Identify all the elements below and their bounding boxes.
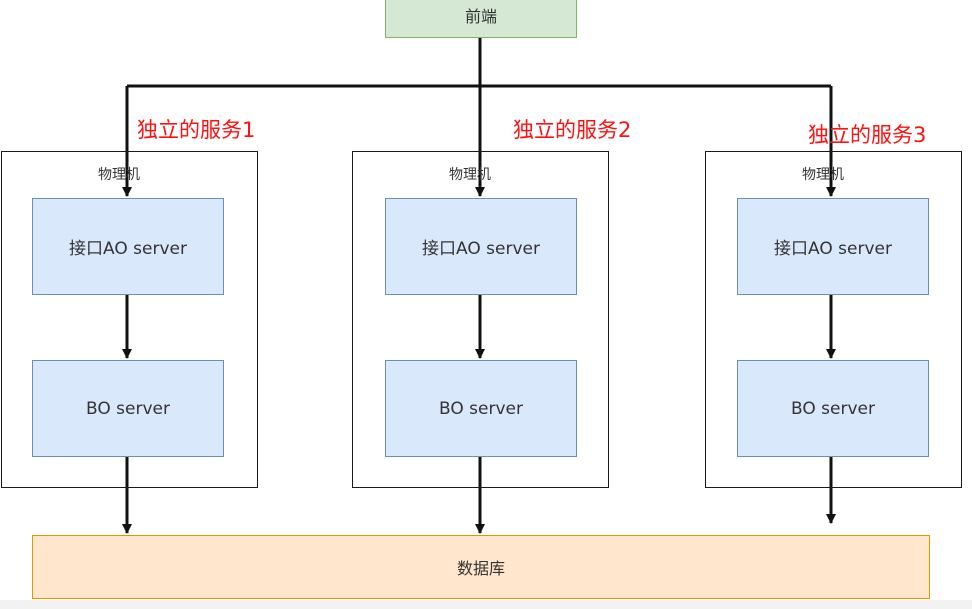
ao-server-3[interactable]: 接口AO server [737,198,929,295]
ao-server-label-1: 接口AO server [69,239,187,259]
service-title-1: 独立的服务1 [137,118,256,142]
machine-label-1: 物理机 [98,167,140,183]
machine-label-2: 物理机 [449,167,491,183]
frontend-box[interactable]: 前端 [385,0,577,38]
database-box[interactable]: 数据库 [32,535,930,599]
bo-server-label-2: BO server [439,398,523,419]
service-title-3: 独立的服务3 [808,123,927,147]
machine-label-3: 物理机 [802,167,844,183]
database-label: 数据库 [456,559,505,578]
physical-machine-2: 物理机 [352,151,609,488]
bo-server-label-1: BO server [86,398,170,419]
bo-server-label-3: BO server [791,398,875,419]
ao-server-label-3: 接口AO server [774,239,892,259]
bo-server-1[interactable]: BO server [32,360,224,457]
service-title-2: 独立的服务2 [513,118,632,142]
frontend-label: 前端 [464,7,497,26]
physical-machine-3: 物理机 [705,151,962,488]
physical-machine-1: 物理机 [1,151,258,488]
ao-server-2[interactable]: 接口AO server [385,198,577,295]
bo-server-2[interactable]: BO server [385,360,577,457]
bottom-frame-strip [0,600,972,609]
bo-server-3[interactable]: BO server [737,360,929,457]
ao-server-1[interactable]: 接口AO server [32,198,224,295]
ao-server-label-2: 接口AO server [422,239,540,259]
